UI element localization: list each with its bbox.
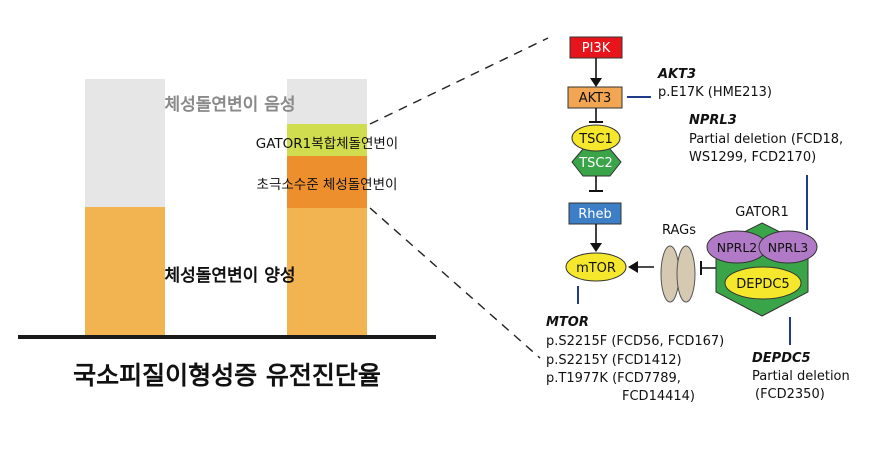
zoom-line-top <box>369 37 549 125</box>
nprl3-annotation: NPRL3 Partial deletion (FCD18, WS1299, F… <box>689 113 843 165</box>
nprl3-node <box>758 230 818 264</box>
chart-title: 국소피질이형성증 유전진단율 <box>73 361 381 390</box>
depdc5-node <box>724 266 802 300</box>
rheb-label: Rheb <box>578 207 612 222</box>
depdc5-line-1: Partial deletion <box>752 369 850 384</box>
akt3-label: AKT3 <box>579 91 612 106</box>
bar2-gator1-segment <box>287 124 367 156</box>
bar2-negative-segment <box>287 79 367 124</box>
depdc5-label: DEPDC5 <box>736 277 789 292</box>
pi3k-label: PI3K <box>582 41 611 56</box>
nprl3-label: NPRL3 <box>768 240 809 255</box>
arrow-head-rheb-mtor <box>590 243 602 252</box>
bar-chart-panel: 체성돌연변이 음성 GATOR1복합체돌연변이 초극소수준 체성돌연변이 체성돌… <box>18 37 549 390</box>
akt3-annotation: AKT3 p.E17K (HME213) <box>657 67 772 100</box>
baseline <box>18 335 436 339</box>
nprl2-label: NPRL2 <box>717 240 758 255</box>
mtor-line-3: p.T1977K (FCD7789, <box>546 371 681 386</box>
gator1-complex-label: GATOR1 <box>735 205 788 220</box>
pathway-panel: PI3K AKT3 TSC2 TSC1 Rheb mTOR <box>546 36 850 404</box>
depdc5-line-2: (FCD2350) <box>755 387 825 402</box>
negative-label: 체성돌연변이 음성 <box>164 95 295 115</box>
mtor-label: mTOR <box>576 261 616 276</box>
positive-label: 체성돌연변이 양성 <box>164 266 295 286</box>
mtor-line-1: p.S2215F (FCD56, FCD167) <box>546 334 724 349</box>
arrow-head-rags-mtor <box>628 261 638 273</box>
rags-subunit-a <box>660 245 680 303</box>
gator1-label: GATOR1복합체돌연변이 <box>256 136 398 152</box>
nprl3-line-2: WS1299, FCD2170) <box>689 150 816 165</box>
arrow-head-pi3k-akt3 <box>590 78 602 87</box>
rheb-node <box>568 202 622 225</box>
depdc5-annotation: DEPDC5 Partial deletion (FCD2350) <box>752 351 850 402</box>
akt3-node <box>567 86 623 109</box>
akt3-gene: AKT3 <box>657 67 696 82</box>
mtor-line-4: FCD14414) <box>622 389 695 404</box>
mtor-annotation: MTOR p.S2215F (FCD56, FCD167) p.S2215Y (… <box>546 315 724 404</box>
tsc2-label: TSC2 <box>578 156 613 171</box>
bar2-positive-segment <box>287 208 367 337</box>
bar2-ultralow-segment <box>287 156 367 208</box>
depdc5-gene: DEPDC5 <box>752 351 811 366</box>
bar1-positive-segment <box>85 207 165 337</box>
nprl3-line-1: Partial deletion (FCD18, <box>689 132 843 147</box>
mtor-gene: MTOR <box>546 315 589 330</box>
mtor-node <box>565 252 627 282</box>
mtor-line-2: p.S2215Y (FCD1412) <box>546 353 682 368</box>
tsc1-node <box>571 124 621 152</box>
bar1-negative-segment <box>85 79 165 207</box>
tsc1-label: TSC1 <box>578 132 613 147</box>
rags-subunit-b <box>676 245 696 303</box>
akt3-variant: p.E17K (HME213) <box>658 85 772 100</box>
nprl3-gene: NPRL3 <box>689 113 737 128</box>
zoom-line-bottom <box>369 207 541 359</box>
ultralow-label: 초극소수준 체성돌연변이 <box>257 177 398 193</box>
rags-label: RAGs <box>662 223 696 238</box>
